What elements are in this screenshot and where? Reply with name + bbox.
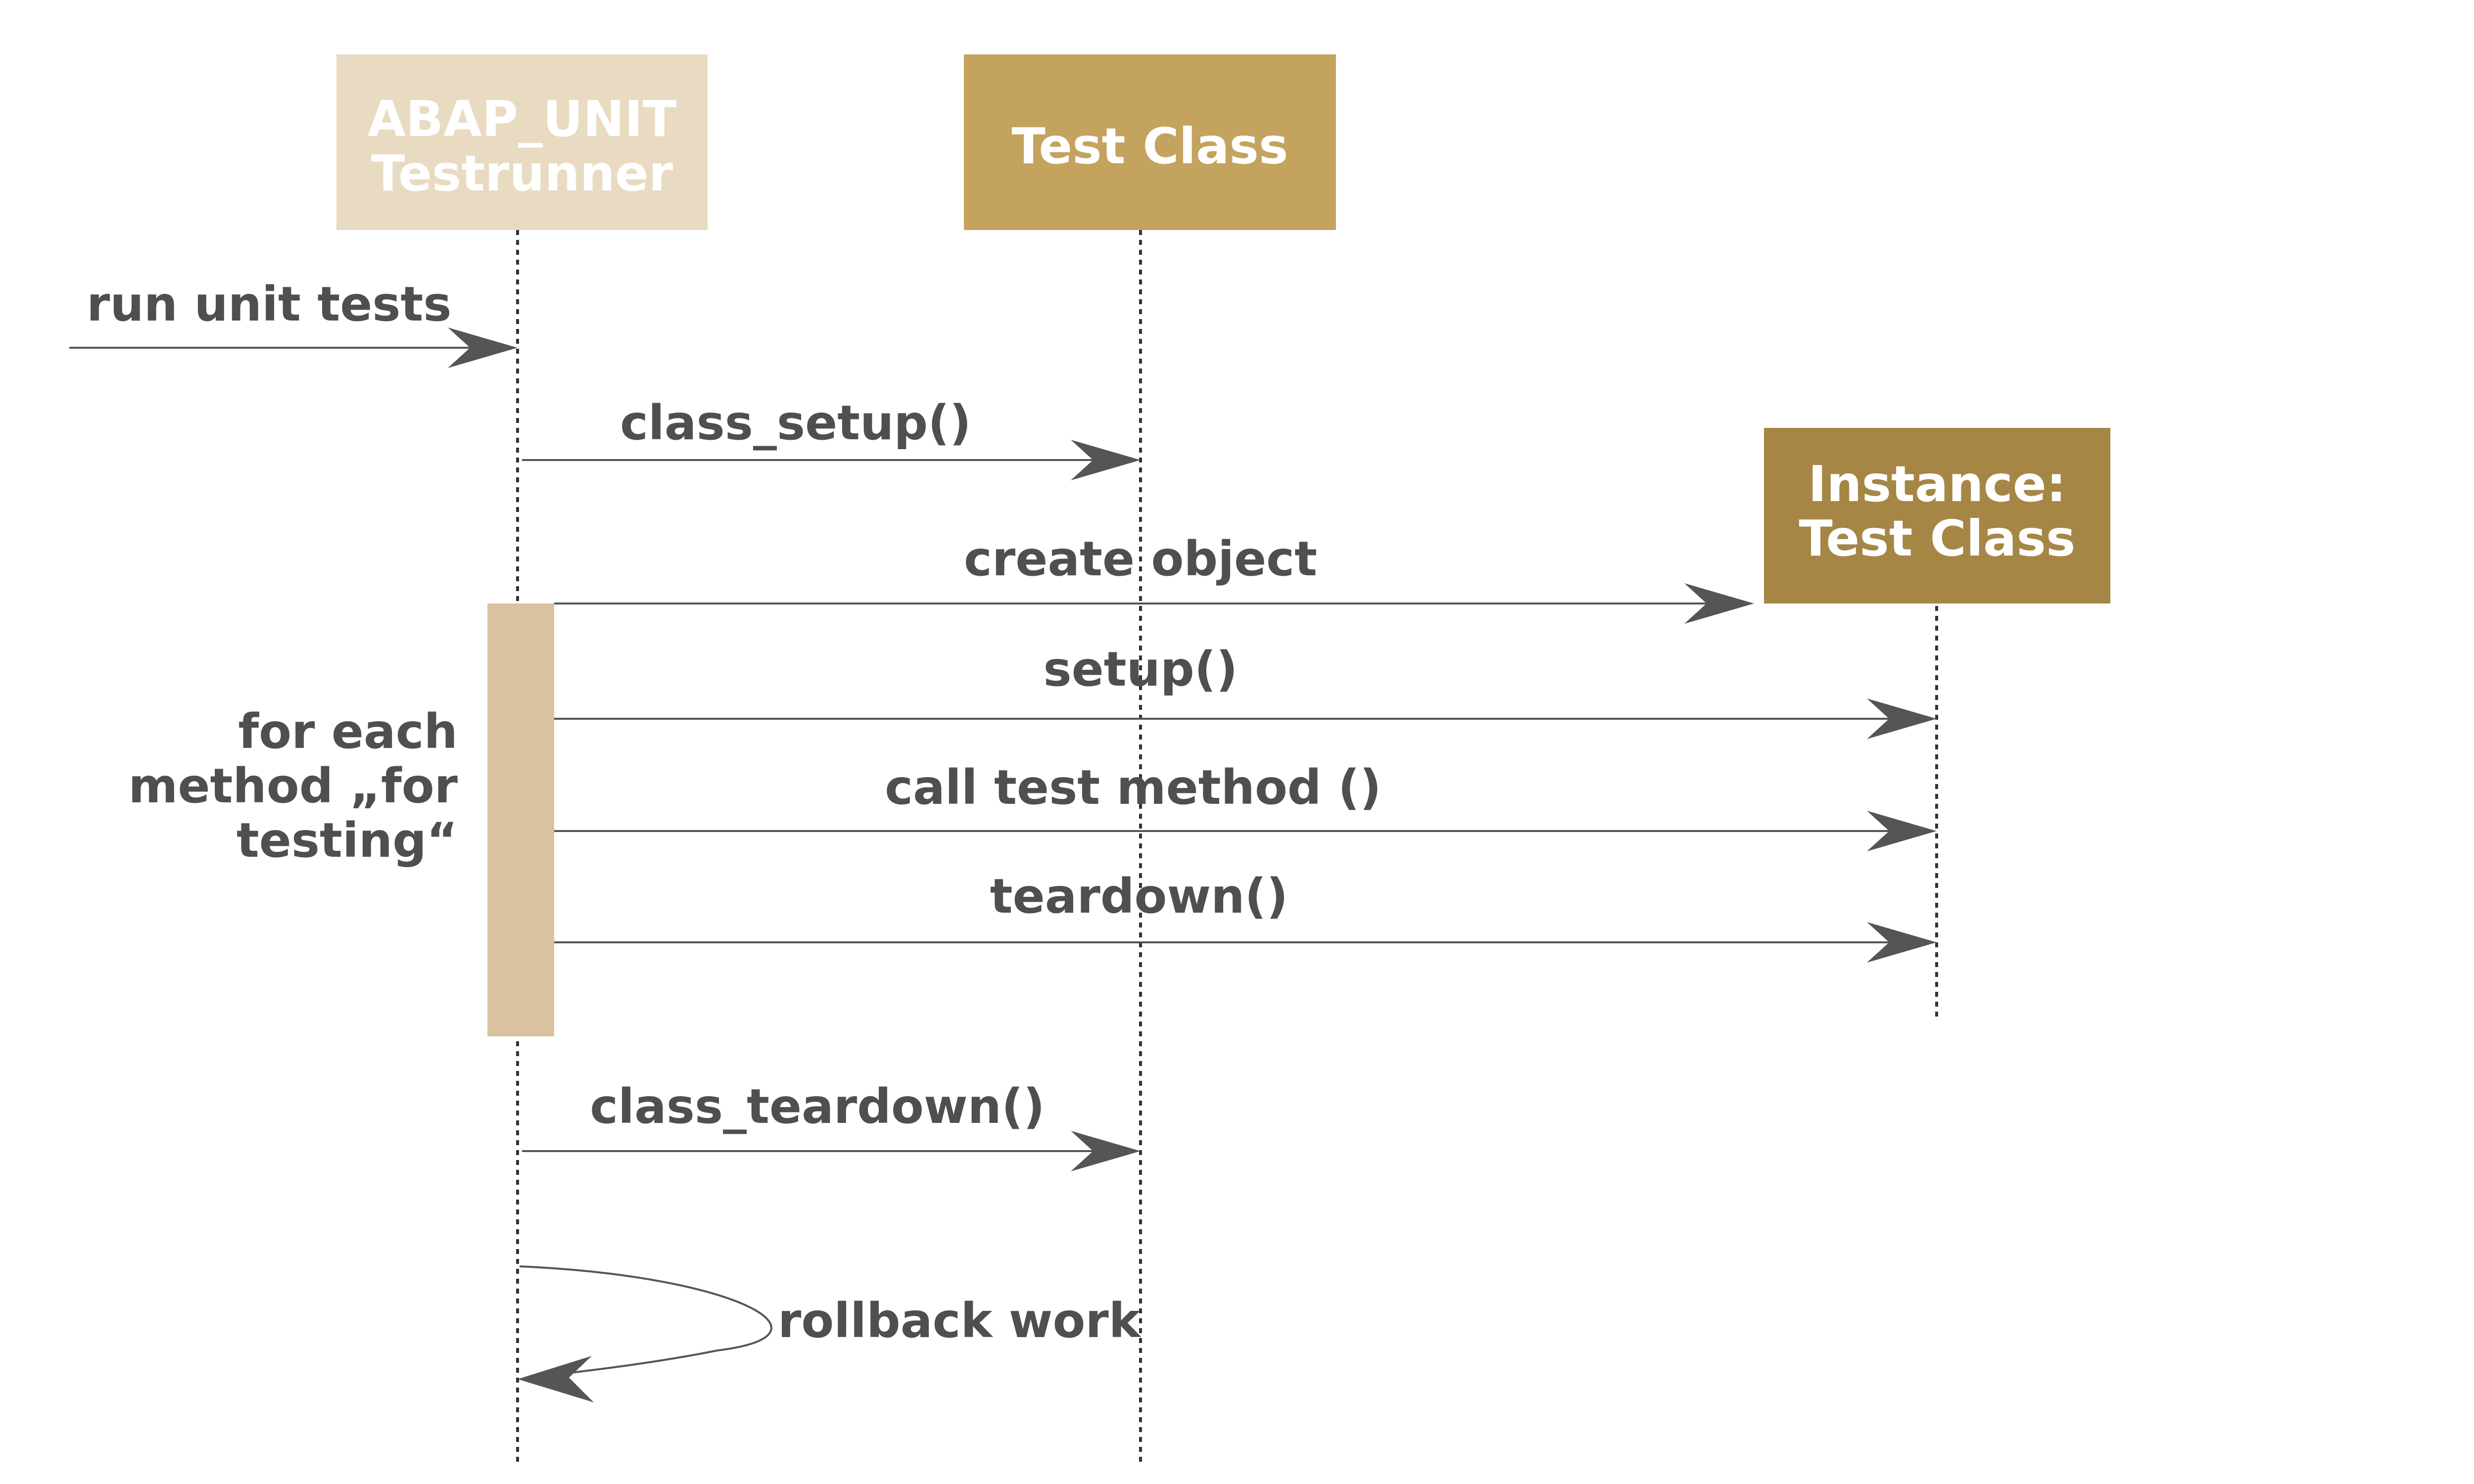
class-setup-arrowhead <box>1071 440 1141 480</box>
teardown-label: teardown() <box>990 869 1288 924</box>
create-object-label: create object <box>964 531 1317 587</box>
instance-box <box>1764 428 2110 603</box>
loop-note: for each method „for testing“ <box>128 704 458 868</box>
loop-note-line3: testing“ <box>237 813 458 868</box>
test-class-label: Test Class <box>1011 117 1288 175</box>
rollback-work-label: rollback work <box>778 1293 1142 1348</box>
setup-arrowhead <box>1867 698 1937 739</box>
testrunner-label-line2: Testrunner <box>371 144 673 202</box>
testrunner-label-line1: ABAP_UNIT <box>368 90 677 148</box>
class-setup-label: class_setup() <box>620 395 971 451</box>
call-test-method-arrowhead <box>1867 811 1937 851</box>
create-object-arrowhead <box>1684 583 1754 624</box>
instance-label-line1: Instance: <box>1808 455 2066 513</box>
run-unit-tests-label: run unit tests <box>87 277 452 332</box>
rollback-work-arrowhead <box>518 1356 594 1402</box>
instance-label-line2: Test Class <box>1799 510 2075 567</box>
loop-note-line2: method „for <box>128 758 458 814</box>
participant-instance: Instance: Test Class <box>1764 428 2110 603</box>
message-rollback-work: rollback work <box>518 1265 1142 1402</box>
message-call-test-method: call test method () <box>554 760 1937 851</box>
test-class-box <box>964 54 1336 230</box>
class-teardown-label: class_teardown() <box>590 1079 1045 1134</box>
class-teardown-arrowhead <box>1071 1131 1141 1171</box>
participant-testrunner: ABAP_UNIT Testrunner <box>336 54 708 230</box>
activation-bar <box>487 603 554 1036</box>
run-unit-tests-arrowhead <box>448 327 518 368</box>
participant-test-class: Test Class <box>964 54 1336 230</box>
rollback-work-curve <box>519 1265 772 1379</box>
message-class-teardown: class_teardown() <box>522 1079 1141 1171</box>
message-run-unit-tests: run unit tests <box>69 277 518 368</box>
teardown-arrowhead <box>1867 922 1937 963</box>
message-create-object: create object <box>554 531 1754 624</box>
testrunner-box <box>336 54 708 230</box>
message-teardown: teardown() <box>554 869 1937 963</box>
setup-label: setup() <box>1044 642 1238 697</box>
message-setup: setup() <box>554 642 1937 739</box>
message-class-setup: class_setup() <box>522 395 1141 480</box>
call-test-method-label: call test method () <box>885 760 1381 815</box>
loop-note-line1: for each <box>238 704 458 759</box>
